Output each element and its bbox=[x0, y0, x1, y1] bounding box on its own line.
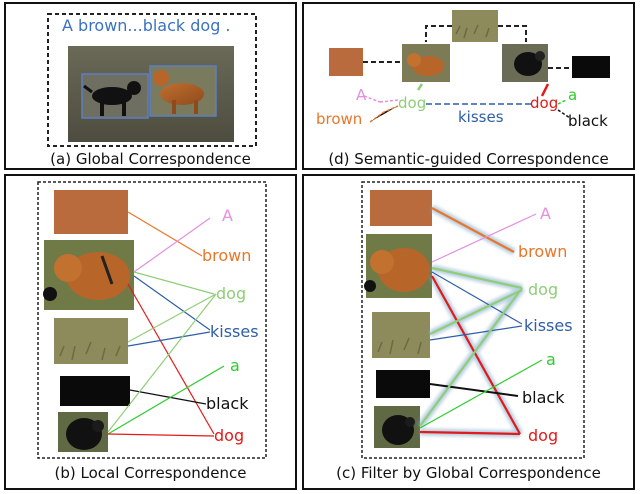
word-a-green: a bbox=[546, 350, 556, 369]
global-caption-title: A brown...black dog . bbox=[62, 16, 231, 35]
word-dog-red: dog bbox=[530, 94, 559, 112]
filter-by-global-figure bbox=[361, 181, 585, 459]
word-kisses: kisses bbox=[524, 316, 573, 335]
brown-dog-closeup bbox=[364, 234, 432, 298]
black-fur-patch bbox=[572, 56, 610, 78]
black-dog-closeup bbox=[374, 406, 420, 448]
brown-dog-thumb bbox=[402, 44, 450, 82]
panel-semantic-guided-correspondence: A brown dog kisses dog a black (d) Seman… bbox=[302, 2, 635, 170]
brown-fur-patch bbox=[329, 48, 363, 76]
brown-fur-patch bbox=[54, 190, 128, 234]
word-a-upper: A bbox=[222, 206, 233, 225]
dashed-frame bbox=[37, 181, 267, 459]
word-brown: brown bbox=[202, 246, 252, 265]
dashed-frame bbox=[361, 181, 585, 459]
brown-dog-closeup bbox=[43, 240, 134, 310]
caption-semantic-guided: (d) Semantic-guided Correspondence bbox=[328, 150, 609, 168]
word-kisses: kisses bbox=[210, 322, 259, 341]
word-a-green: a bbox=[568, 86, 578, 104]
word-dog-red: dog bbox=[214, 426, 245, 445]
word-kisses: kisses bbox=[458, 108, 504, 126]
caption-global-correspondence: (a) Global Correspondence bbox=[50, 150, 251, 168]
dashed-frame bbox=[47, 13, 257, 147]
word-black: black bbox=[522, 388, 565, 407]
caption-local-correspondence: (b) Local Correspondence bbox=[54, 464, 247, 482]
word-black: black bbox=[206, 394, 249, 413]
word-a-green: a bbox=[230, 356, 240, 375]
word-dog-green: dog bbox=[216, 284, 247, 303]
word-dog-green: dog bbox=[528, 280, 559, 299]
panel-filter-by-global: A brown dog kisses a black dog (c) Filte… bbox=[302, 174, 635, 490]
caption-filter-by-global: (c) Filter by Global Correspondence bbox=[336, 464, 601, 482]
grass-patch bbox=[372, 312, 430, 358]
local-correspondence-figure bbox=[37, 181, 267, 459]
word-a-upper: A bbox=[540, 204, 551, 223]
semantic-guided-figure bbox=[329, 10, 610, 123]
brown-fur-patch bbox=[370, 190, 432, 226]
global-correspondence-figure bbox=[47, 13, 257, 147]
word-black: black bbox=[568, 112, 608, 130]
black-dog-thumb bbox=[502, 44, 548, 82]
panel-global-correspondence: A brown...black dog . (a) Global Corresp… bbox=[4, 2, 297, 170]
grass-patch bbox=[54, 318, 128, 364]
black-fur-patch bbox=[60, 376, 130, 406]
brown-dog-photo bbox=[149, 65, 217, 117]
word-brown: brown bbox=[518, 242, 568, 261]
black-dog-closeup bbox=[58, 412, 108, 452]
word-dog-red: dog bbox=[528, 426, 559, 445]
word-brown: brown bbox=[316, 110, 363, 128]
word-dog-green: dog bbox=[398, 94, 427, 112]
black-dog-photo bbox=[81, 73, 149, 119]
black-fur-patch bbox=[376, 370, 430, 398]
grass-patch-top bbox=[452, 10, 498, 42]
word-a-upper: A bbox=[356, 86, 367, 104]
panel-local-correspondence: A brown dog kisses a black dog (b) Local… bbox=[4, 174, 297, 490]
